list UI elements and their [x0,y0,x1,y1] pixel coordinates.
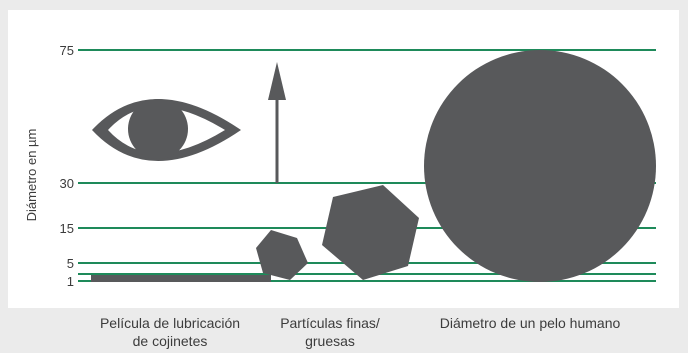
caption-particles: Partículas finas/ gruesas [255,314,405,350]
tick-label-15: 15 [60,221,74,236]
caption-lubrication-film-line2: de cojinetes [132,333,208,349]
caption-particles-line2: gruesas [305,333,355,349]
caption-human-hair-line1: Diámetro de un pelo humano [439,315,621,331]
arrow-up-icon [268,62,286,183]
caption-lubrication-film: Película de lubricación de cojinetes [70,314,270,350]
lubrication-film-bar [91,275,271,282]
axis-title: Diámetro en µm [24,129,39,222]
caption-human-hair: Diámetro de un pelo humano [415,314,645,332]
eye-icon [92,99,241,161]
tick-label-1: 1 [67,274,74,289]
tick-label-30: 30 [60,176,74,191]
tick-label-75: 75 [60,43,74,58]
fine-particle-shape [256,230,308,280]
coarse-particle-shape [322,185,419,280]
tick-label-5: 5 [67,256,74,271]
caption-particles-line1: Partículas finas/ [280,315,380,331]
human-hair-circle [424,50,656,282]
caption-lubrication-film-line1: Película de lubricación [99,315,241,331]
